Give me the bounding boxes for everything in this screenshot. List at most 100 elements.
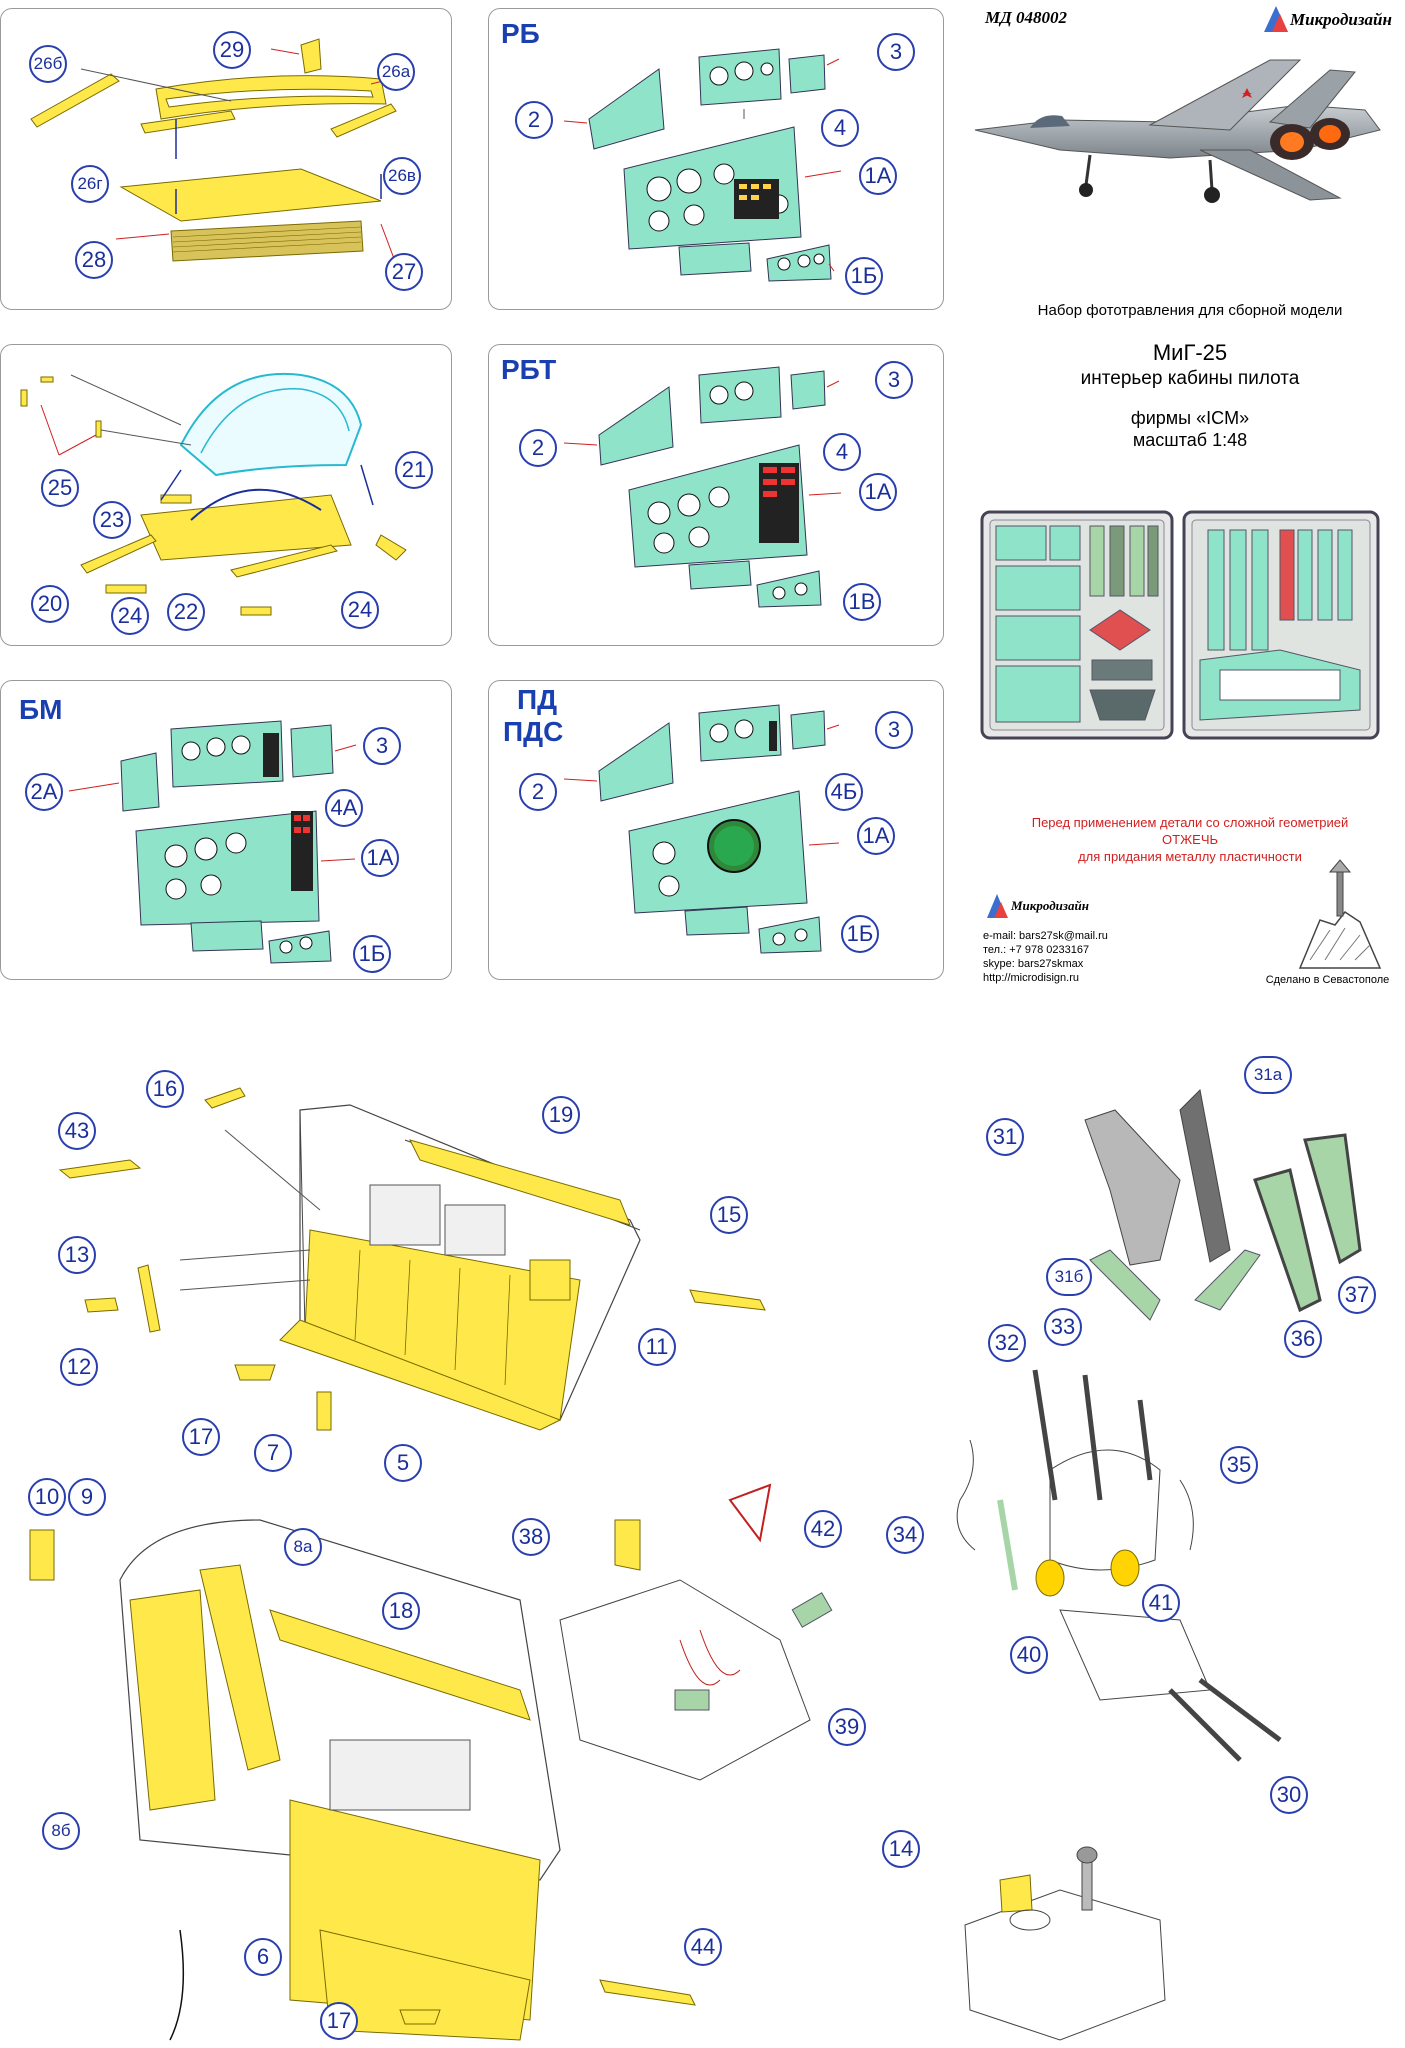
contact-phone: тел.: +7 978 0233167: [983, 944, 1090, 956]
callout-9: 9: [68, 1478, 106, 1516]
callout-3: 3: [875, 361, 913, 399]
brand-name: Микродизайн: [1290, 10, 1392, 29]
panel-rbt: РБТ 3 2 4 1А 1В: [488, 344, 944, 646]
callout-36: 36: [1284, 1320, 1322, 1358]
annealing-warning-line3: для придания металлу пластичности: [1078, 849, 1302, 864]
callout-16: 16: [146, 1070, 184, 1108]
brand-logo: Микродизайн: [1262, 4, 1402, 34]
callout-13: 13: [58, 1236, 96, 1274]
kit-code: МД 048002: [985, 8, 1067, 27]
callout-3: 3: [875, 711, 913, 749]
callout-33: 33: [1044, 1308, 1082, 1346]
callout-22: 22: [167, 593, 205, 631]
callout-28: 28: [75, 241, 113, 279]
logo-mark-icon: [987, 894, 1008, 918]
made-in: Сделано в Севастополе: [1265, 974, 1390, 986]
callout-19: 19: [542, 1096, 580, 1134]
mig25-jet-icon: [974, 59, 1381, 203]
contact-email: e-mail: bars27sk@mail.ru: [983, 930, 1108, 942]
callout-5: 5: [384, 1444, 422, 1482]
callout-1b: 1Б: [845, 257, 883, 295]
callout-38: 38: [512, 1518, 550, 1556]
callout-26a: 26а: [377, 53, 415, 91]
panel-canopy: 25 21 23 20 24 22 24: [0, 344, 452, 646]
callout-6: 6: [244, 1938, 282, 1976]
callout-34: 34: [886, 1516, 924, 1554]
harness-drawing: [956, 1088, 1362, 1762]
callout-26b: 26б: [29, 45, 67, 83]
callout-40: 40: [1010, 1636, 1048, 1674]
logo-mark-icon: [1264, 6, 1288, 32]
maker: фирмы «ICM»: [1130, 408, 1250, 428]
panel-canopy-frame: 26б 29 26а 26г 26в 28 27: [0, 8, 452, 310]
panel-title-pds: ПДС: [503, 716, 564, 747]
callout-1a: 1А: [859, 473, 897, 511]
panel-title-rb: РБ: [501, 18, 540, 49]
annealing-warning-line1: Перед применением детали со сложной геом…: [1031, 815, 1349, 830]
instrument-panel-rbt-icon: [563, 366, 842, 608]
panel-title-rbt: РБТ: [501, 354, 557, 385]
callout-23: 23: [93, 501, 131, 539]
callout-35: 35: [1220, 1446, 1258, 1484]
canopy-frame-parts-icon: [30, 38, 397, 265]
callout-15: 15: [710, 1196, 748, 1234]
callout-11: 11: [638, 1328, 676, 1366]
callout-12: 12: [60, 1348, 98, 1386]
callout-21: 21: [395, 451, 433, 489]
callout-25: 25: [41, 469, 79, 507]
panel-title-pd: ПД: [517, 684, 558, 715]
seat-bottom-drawing: [559, 1483, 833, 1781]
contact-brand: Микродизайн: [1011, 898, 1089, 913]
panel-pd-pds: ПД ПДС 3 2 4Б 1А 1Б: [488, 680, 944, 980]
callout-26v: 26в: [383, 157, 421, 195]
callout-43: 43: [58, 1112, 96, 1150]
callout-1v: 1В: [843, 583, 881, 621]
callout-1b: 1Б: [841, 915, 879, 953]
subject: интерьер кабины пилота: [1080, 368, 1300, 389]
callout-1a: 1А: [857, 817, 895, 855]
kit-description: Набор фототравления для сборной модели: [1037, 302, 1343, 319]
callout-18: 18: [382, 1592, 420, 1630]
canopy-parts-icon: [20, 372, 407, 616]
right-console-drawing: [29, 1519, 696, 2041]
instrument-panel-bm-icon: [68, 720, 357, 964]
callout-4a: 4А: [325, 789, 363, 827]
callout-42: 42: [804, 1510, 842, 1548]
callout-8a: 8а: [284, 1528, 322, 1566]
instrument-panel-pd-icon: [563, 704, 840, 954]
panel-bm: БМ 3 2А 4А 1А 1Б: [0, 680, 452, 980]
callout-14: 14: [882, 1830, 920, 1868]
left-console-drawing: [58, 1087, 766, 1431]
scale: масштаб 1:48: [1132, 430, 1248, 450]
callout-3: 3: [877, 33, 915, 71]
model-name: МиГ-25: [1152, 340, 1228, 365]
callout-7: 7: [254, 1434, 292, 1472]
callout-44: 44: [684, 1928, 722, 1966]
photoetch-fret-icon: [980, 510, 1380, 740]
callout-3: 3: [363, 727, 401, 765]
callout-41: 41: [1142, 1584, 1180, 1622]
callout-8b: 8б: [42, 1812, 80, 1850]
callout-2: 2: [519, 773, 557, 811]
callout-31a: 31а: [1244, 1056, 1292, 1094]
panel-title-bm: БМ: [19, 694, 63, 725]
callout-2: 2: [519, 429, 557, 467]
callout-31: 31: [986, 1118, 1024, 1156]
monument-icon: [1298, 859, 1382, 969]
contact-logo: Микродизайн: [985, 892, 1105, 920]
callout-29: 29: [213, 31, 251, 69]
contact-skype: skype: bars27skmax: [983, 958, 1084, 970]
callout-1b: 1Б: [353, 935, 391, 973]
instrument-panel-rb-icon: [563, 48, 842, 282]
callout-17b: 17: [320, 2002, 358, 2040]
callout-2a: 2А: [25, 773, 63, 811]
callout-32: 32: [988, 1324, 1026, 1362]
callout-27: 27: [385, 253, 423, 291]
callout-17a: 17: [182, 1418, 220, 1456]
annealing-warning-line2: ОТЖЕЧЬ: [1161, 832, 1219, 847]
callout-4: 4: [821, 109, 859, 147]
callout-24b: 24: [341, 591, 379, 629]
callout-2: 2: [515, 101, 553, 139]
stick-area-drawing: [964, 1846, 1166, 2041]
